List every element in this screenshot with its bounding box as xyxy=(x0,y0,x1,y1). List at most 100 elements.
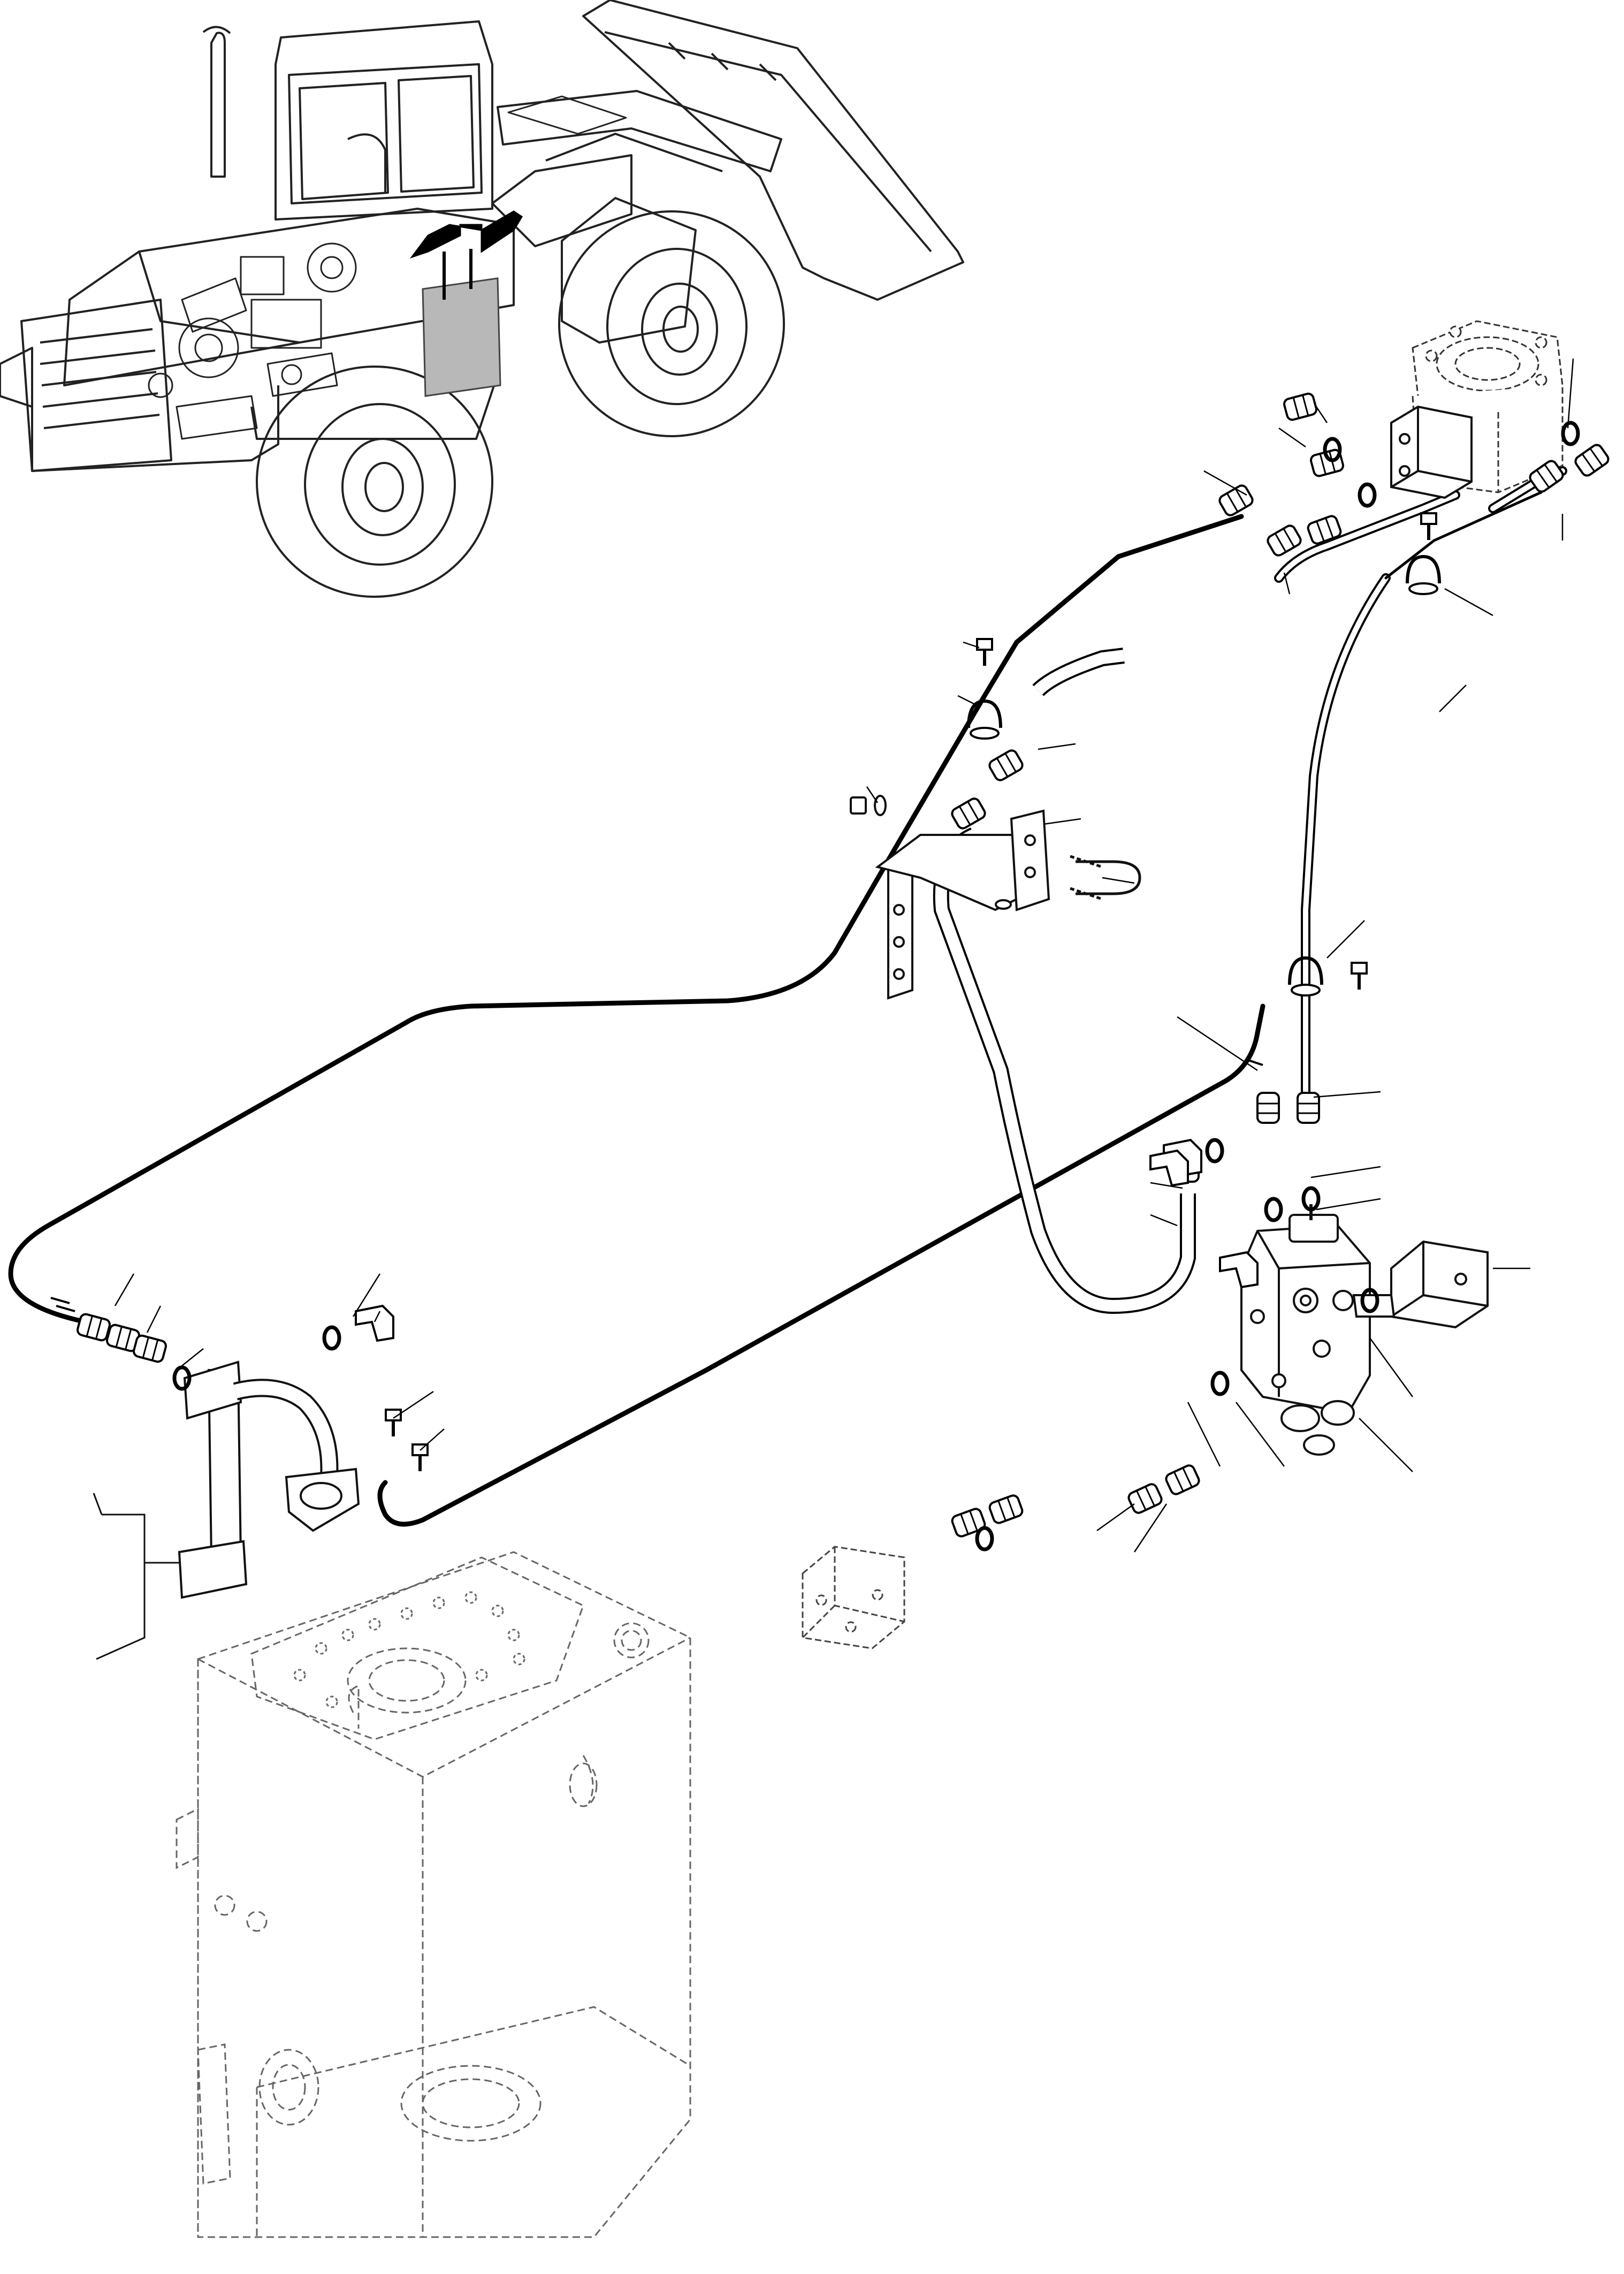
fitting-hex-edge xyxy=(997,1500,1007,1522)
leader-line xyxy=(393,1390,434,1419)
fitting-hex-edge xyxy=(967,801,979,821)
fitting-hex-edge xyxy=(1274,533,1287,553)
bolt-head xyxy=(1351,962,1368,975)
leader-line xyxy=(1043,818,1081,825)
bolts-group xyxy=(385,512,1437,1471)
o-ring xyxy=(1358,482,1377,508)
fitting-hex-edge xyxy=(1234,488,1247,508)
clamp-band xyxy=(1406,554,1441,584)
leader-line xyxy=(1038,743,1076,750)
clamp-foot xyxy=(970,727,1000,740)
hose-fitting xyxy=(1127,1483,1163,1514)
fitting-hex-edge xyxy=(1182,1467,1193,1488)
fittings-group xyxy=(77,392,1610,1538)
bolt xyxy=(385,1409,402,1436)
fitting-hex-edge xyxy=(86,1315,93,1337)
clamp-foot xyxy=(1408,582,1438,595)
fitting-hex-edge xyxy=(1292,397,1300,419)
leader-line xyxy=(1310,1166,1381,1178)
o-ring xyxy=(1301,1186,1321,1212)
fitting-hex-edge xyxy=(1283,528,1295,548)
fitting-body xyxy=(1297,1092,1320,1124)
hose-fitting xyxy=(77,1313,111,1342)
fitting-body xyxy=(1574,444,1610,477)
hose-fitting xyxy=(1574,444,1610,477)
hose-fitting xyxy=(1256,1092,1280,1124)
leader-line xyxy=(957,695,980,708)
hose-fitting xyxy=(1165,1464,1200,1495)
leader-line xyxy=(1316,1198,1381,1211)
fitting-hex-edge xyxy=(115,1326,123,1348)
suction-callout xyxy=(93,1493,179,1660)
leader-line xyxy=(420,1428,445,1451)
mounting-bracket xyxy=(875,809,1050,1000)
manifold-block xyxy=(802,1546,905,1649)
leader-line xyxy=(114,1273,135,1306)
elbow-fitting xyxy=(355,1304,394,1342)
leader-line xyxy=(1567,358,1574,429)
o-rings-group xyxy=(172,421,1580,1552)
o-ring xyxy=(975,1526,994,1552)
control-valve xyxy=(1240,1204,1371,1456)
o-ring xyxy=(1323,437,1342,462)
leader-line xyxy=(1359,1418,1413,1472)
clamp-band xyxy=(967,699,1002,728)
hose-fitting xyxy=(1307,515,1342,545)
leader-line xyxy=(176,1348,204,1371)
hose-fitting xyxy=(1529,460,1564,493)
return-hose xyxy=(8,514,1265,1527)
swivel-port-block xyxy=(1390,405,1473,499)
fitting-hex-edge xyxy=(95,1318,103,1340)
hose-fitting xyxy=(951,1508,986,1538)
leader-line xyxy=(1096,1503,1135,1532)
hose-clamp xyxy=(967,699,1002,740)
hose-fitting xyxy=(988,749,1024,781)
fitting-body xyxy=(988,749,1024,781)
loader-overview xyxy=(0,0,964,598)
hose-fitting xyxy=(951,797,986,830)
loader-highlight xyxy=(409,210,523,397)
clamps-group xyxy=(967,554,1441,997)
fitting-hex-edge xyxy=(151,1339,159,1361)
fitting-body xyxy=(1267,524,1302,557)
leader-line xyxy=(963,641,980,649)
fitting-hex-edge xyxy=(1536,469,1550,488)
o-ring xyxy=(1205,1138,1224,1163)
bracket-nut xyxy=(850,795,887,816)
fitting-body xyxy=(951,797,986,830)
o-ring xyxy=(172,1365,192,1391)
hose-clamp xyxy=(1288,956,1323,997)
hose-clamp xyxy=(1406,554,1441,595)
hose-fitting xyxy=(1283,392,1317,421)
bolt xyxy=(1420,512,1437,540)
leader-line xyxy=(1313,1091,1381,1098)
fitting-hex-edge xyxy=(1589,448,1603,467)
bolt xyxy=(1351,962,1368,990)
fitting-hex-edge xyxy=(1544,464,1558,483)
hydraulic-tank xyxy=(176,1551,691,2238)
fitting-hex-edge xyxy=(1004,752,1017,773)
leader-line xyxy=(1150,1182,1183,1189)
o-ring xyxy=(1360,1288,1379,1313)
fitting-hex-edge xyxy=(969,1510,978,1531)
o-ring xyxy=(1264,1197,1283,1222)
fitting-hex-edge xyxy=(1319,453,1326,475)
relief-block xyxy=(1352,1240,1489,1329)
leader-line xyxy=(866,786,879,803)
leader-line xyxy=(1283,572,1291,595)
leader-line xyxy=(1369,1337,1414,1397)
hose-fitting xyxy=(1267,524,1302,557)
fitting-hex-edge xyxy=(1581,453,1596,472)
leader-line xyxy=(1444,588,1493,617)
elbow-fitting xyxy=(1219,1251,1259,1289)
elbow-body xyxy=(1149,1149,1189,1187)
fitting-body xyxy=(1529,460,1564,493)
o-ring xyxy=(1210,1371,1230,1396)
fitting-hex-edge xyxy=(1325,518,1334,538)
leader-line xyxy=(1278,427,1306,448)
leader-line xyxy=(1439,685,1467,712)
fitting-hex-edge xyxy=(142,1337,149,1358)
leader-line xyxy=(1177,1016,1258,1071)
